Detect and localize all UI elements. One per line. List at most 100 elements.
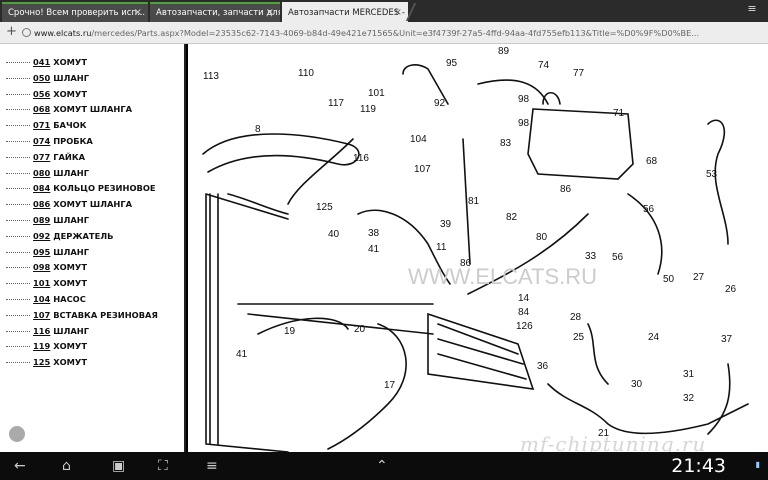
callout-label[interactable]: 8: [255, 124, 261, 135]
parts-list-item[interactable]: 080 ШЛАНГ: [6, 168, 89, 178]
callout-label[interactable]: 119: [360, 104, 376, 115]
parts-list-item-label[interactable]: 116: [33, 325, 51, 336]
callout-label[interactable]: 30: [631, 379, 643, 390]
callout-label[interactable]: 86: [460, 258, 472, 269]
callout-label[interactable]: 84: [518, 307, 530, 318]
parts-list-item-name[interactable]: ХОМУТ: [53, 57, 87, 67]
callout-label[interactable]: 71: [613, 108, 625, 119]
callout-label[interactable]: 56: [612, 252, 624, 263]
callout-label[interactable]: 80: [536, 232, 548, 243]
screenshot-icon[interactable]: ⛶: [158, 458, 168, 474]
callout-label[interactable]: 83: [500, 138, 512, 149]
callout-label[interactable]: 31: [683, 369, 695, 380]
parts-list-item[interactable]: 050 ШЛАНГ: [6, 73, 89, 83]
parts-list-item-label[interactable]: 095: [33, 246, 51, 257]
callout-label[interactable]: 82: [506, 212, 518, 223]
callout-label[interactable]: 56: [643, 204, 655, 215]
callout-label[interactable]: 20: [354, 324, 366, 335]
parts-list-item-label[interactable]: 098: [33, 262, 51, 273]
callout-label[interactable]: 36: [537, 361, 549, 372]
parts-list-item-label[interactable]: 089: [33, 215, 51, 225]
parts-list-item-name[interactable]: ШЛАНГ: [53, 215, 90, 225]
parts-list-item-name[interactable]: ШЛАНГ: [53, 72, 90, 83]
parts-list-item[interactable]: 107 ВСТАВКА РЕЗИНОВАЯ: [6, 310, 158, 320]
close-tab-icon[interactable]: ×: [393, 7, 402, 18]
parts-list-item-name[interactable]: ХОМУТ ШЛАНГА: [53, 104, 133, 115]
parts-list-item-label[interactable]: 041: [33, 57, 51, 67]
callout-label[interactable]: 14: [518, 293, 530, 304]
new-tab-button[interactable]: [405, 3, 445, 21]
parts-list-item-name[interactable]: ГАЙКА: [53, 151, 86, 162]
callout-label[interactable]: 11: [436, 242, 447, 253]
parts-list-item[interactable]: 116 ШЛАНГ: [6, 326, 89, 336]
parts-list-item[interactable]: 125 ХОМУТ: [6, 357, 87, 367]
parts-list-item-label[interactable]: 077: [33, 151, 51, 162]
callout-label[interactable]: 77: [573, 68, 585, 79]
callout-label[interactable]: 41: [368, 244, 380, 255]
callout-label[interactable]: 95: [446, 58, 458, 69]
parts-list-item-label[interactable]: 086: [33, 199, 51, 210]
parts-list-item[interactable]: 092 ДЕРЖАТЕЛЬ: [6, 231, 113, 241]
callout-label[interactable]: 27: [693, 272, 705, 283]
parts-list-item[interactable]: 068 ХОМУТ ШЛАНГА: [6, 104, 132, 114]
parts-list-item-name[interactable]: КОЛЬЦО РЕЗИНОВОЕ: [53, 183, 156, 194]
callout-label[interactable]: 92: [434, 98, 446, 109]
parts-list-item-name[interactable]: ХОМУТ: [53, 341, 87, 352]
callout-label[interactable]: 17: [384, 380, 396, 391]
parts-list-item-name[interactable]: ХОМУТ: [53, 357, 87, 368]
parts-list-item-name[interactable]: БАЧОК: [53, 120, 87, 131]
callout-label[interactable]: 125: [316, 202, 333, 213]
parts-list-item-name[interactable]: ШЛАНГ: [53, 325, 90, 336]
parts-list-item-label[interactable]: 107: [33, 309, 51, 320]
callout-label[interactable]: 74: [538, 60, 550, 71]
tab-1[interactable]: Срочно! Всем проверить исп...×: [2, 2, 148, 22]
parts-list-item[interactable]: 071 БАЧОК: [6, 120, 87, 130]
callout-label[interactable]: 19: [284, 326, 296, 337]
callout-label[interactable]: 37: [721, 334, 733, 345]
parts-list-item-name[interactable]: ХОМУТ: [53, 88, 87, 99]
menu-icon[interactable]: ≡: [747, 2, 757, 15]
parts-list-item[interactable]: 077 ГАЙКА: [6, 152, 85, 162]
tab-2[interactable]: Автозапчасти, запчасти для и...×: [150, 2, 280, 22]
callout-label[interactable]: 25: [573, 332, 585, 343]
menu-lines-icon[interactable]: ≡: [206, 458, 218, 474]
parts-list-item[interactable]: 086 ХОМУТ ШЛАНГА: [6, 199, 132, 209]
callout-label[interactable]: 41: [236, 349, 248, 360]
callout-label[interactable]: 98: [518, 94, 530, 105]
callout-label[interactable]: 33: [585, 251, 597, 262]
settings-icon[interactable]: [9, 426, 25, 442]
parts-list-item-name[interactable]: ШЛАНГ: [53, 246, 90, 257]
home-icon[interactable]: ⌂: [62, 458, 71, 474]
parts-list-item-label[interactable]: 074: [33, 136, 51, 146]
callout-label[interactable]: 104: [410, 134, 427, 145]
parts-list-item-label[interactable]: 125: [33, 357, 51, 368]
parts-list-item[interactable]: 104 НАСОС: [6, 294, 86, 304]
url-field[interactable]: www.elcats.ru/mercedes/Parts.aspx?Model=…: [22, 25, 764, 41]
parts-list-item[interactable]: 095 ШЛАНГ: [6, 247, 89, 257]
parts-list-item-label[interactable]: 092: [33, 230, 51, 241]
callout-label[interactable]: 81: [468, 196, 480, 207]
parts-list-item[interactable]: 074 ПРОБКА: [6, 136, 93, 146]
parts-list-item-label[interactable]: 050: [33, 72, 51, 83]
parts-list-item[interactable]: 101 ХОМУТ: [6, 278, 87, 288]
parts-list-item-name[interactable]: ВСТАВКА РЕЗИНОВАЯ: [53, 309, 158, 320]
parts-list-item-name[interactable]: ХОМУТ: [53, 278, 87, 289]
parts-list-item-name[interactable]: ШЛАНГ: [53, 167, 90, 178]
back-icon[interactable]: ←: [14, 458, 26, 474]
close-tab-icon[interactable]: ×: [265, 7, 274, 18]
chevron-up-icon[interactable]: ⌃: [376, 458, 388, 474]
callout-label[interactable]: 86: [560, 184, 572, 195]
parts-list-item[interactable]: 098 ХОМУТ: [6, 262, 87, 272]
callout-label[interactable]: 28: [570, 312, 582, 323]
parts-list-item-name[interactable]: ХОМУТ: [53, 262, 87, 273]
callout-label[interactable]: 98: [518, 118, 530, 129]
callout-label[interactable]: 39: [440, 219, 452, 230]
parts-list-item-name[interactable]: НАСОС: [53, 294, 86, 304]
parts-list-item-label[interactable]: 071: [33, 120, 51, 131]
callout-label[interactable]: 21: [598, 428, 610, 439]
callout-label[interactable]: 50: [663, 274, 675, 285]
callout-label[interactable]: 126: [516, 321, 533, 332]
callout-label[interactable]: 26: [725, 284, 737, 295]
callout-label[interactable]: 24: [648, 332, 660, 343]
parts-list-item-name[interactable]: ХОМУТ ШЛАНГА: [53, 199, 133, 210]
